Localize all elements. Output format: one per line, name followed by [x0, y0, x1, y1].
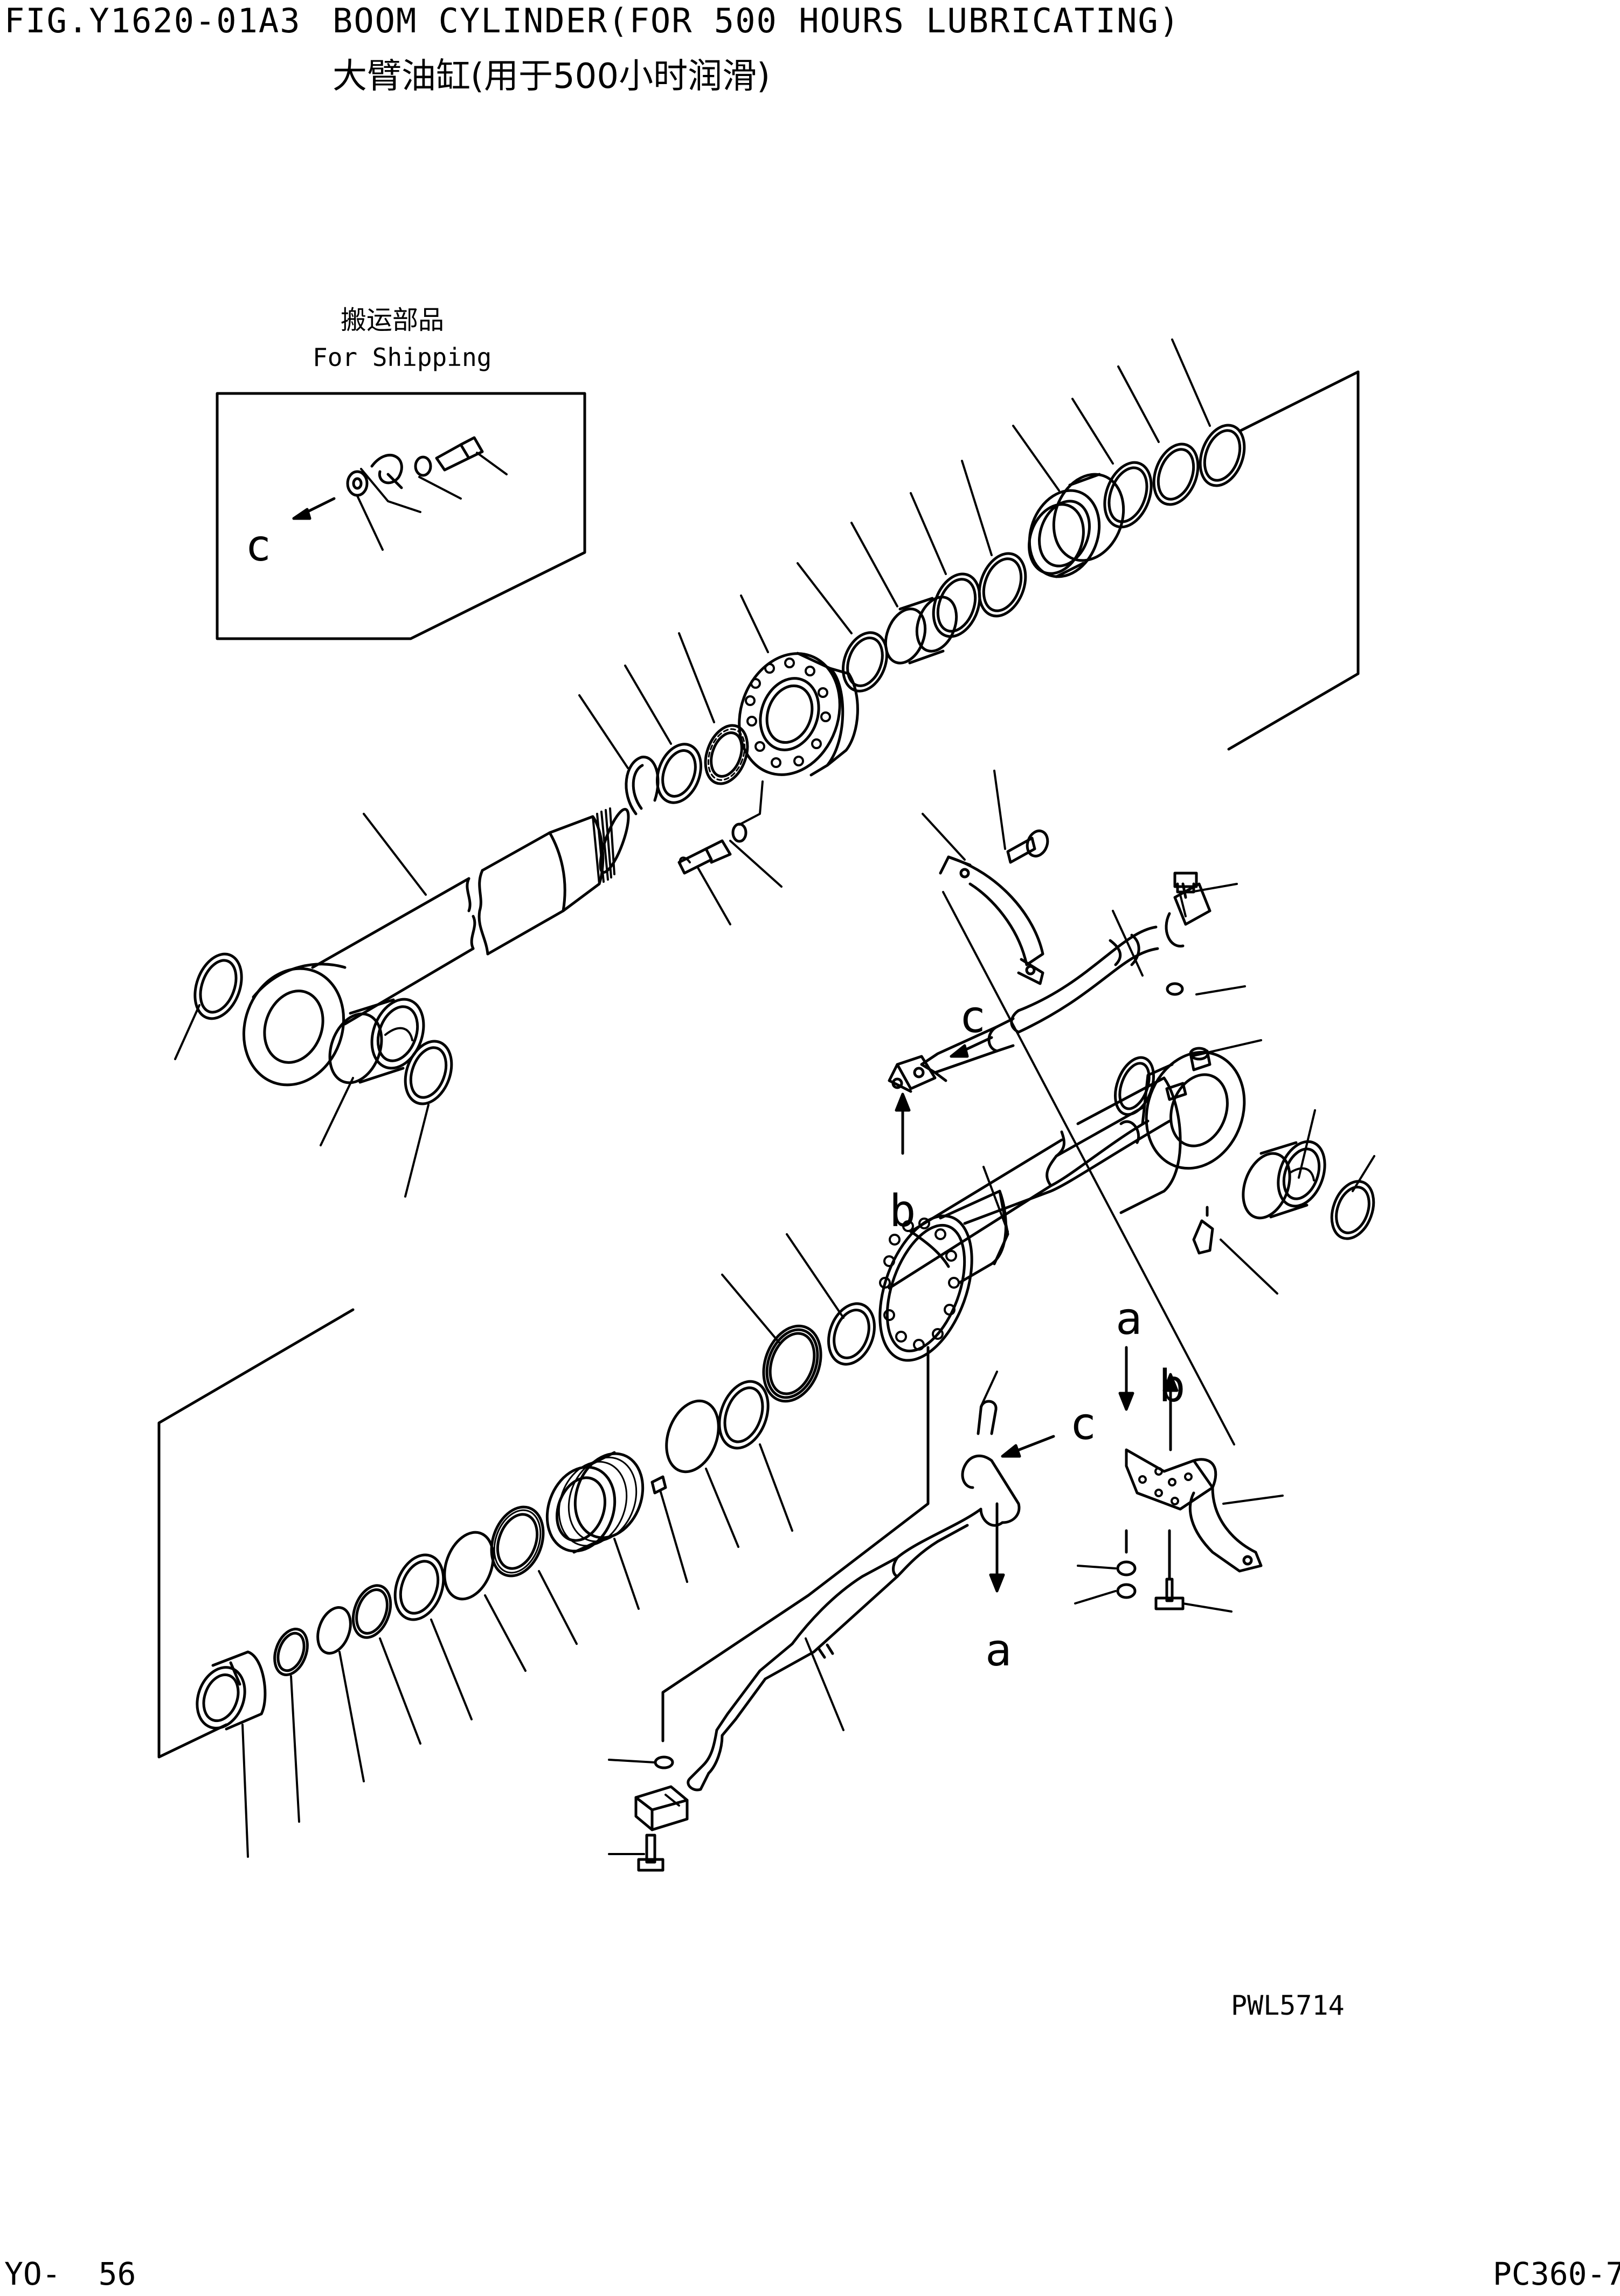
view-letter-a: a	[1116, 1294, 1142, 1345]
hydraulic-hose-upper	[920, 925, 1159, 1074]
piston-seal-ring-a	[827, 1302, 876, 1366]
buffer-ring	[655, 743, 703, 804]
hydraulic-tube-lower	[687, 1507, 982, 1792]
view-letter-c: c	[245, 521, 271, 571]
upper-pipe-clamp	[888, 1055, 947, 1093]
head-bolt-washer	[731, 822, 747, 843]
bearing-ring	[704, 724, 749, 785]
upper-o-ring	[1166, 982, 1184, 996]
o-ring-b	[316, 1606, 352, 1655]
bushing	[884, 596, 958, 665]
lower-flange-bolt	[637, 1834, 664, 1872]
shipping-callout-arrow: c	[245, 497, 336, 571]
piston-rod	[242, 807, 630, 1087]
rod-eye-bushing	[328, 998, 425, 1084]
shipping-label: For Shipping	[313, 343, 492, 372]
rod-seal-packing	[1028, 473, 1125, 578]
o-ring-c	[273, 1628, 309, 1676]
shipping-bolt	[435, 436, 484, 472]
upper-flange-bolt	[1173, 872, 1198, 917]
wear-ring-a	[718, 1380, 770, 1450]
rod-eye-seal-left	[193, 952, 243, 1020]
tube-grease-fitting	[1165, 1082, 1214, 1255]
piston	[545, 1451, 645, 1554]
back-up-ring-a	[443, 1531, 495, 1601]
shipping-clamp	[370, 454, 403, 489]
figure-number: FIG.Y1620-01A3	[4, 1, 301, 40]
cylinder-tube	[878, 1050, 1246, 1362]
o-ring-a	[351, 1584, 392, 1639]
view-arrow-c-upper: c	[950, 992, 993, 1058]
view-arrow-a-right: a	[1116, 1294, 1142, 1411]
set-screw	[650, 1475, 667, 1495]
tube-eye-seal-left	[1114, 1056, 1155, 1116]
lower-clamp-nut	[1116, 1529, 1137, 1599]
tube-eye-seal-right	[1330, 1180, 1375, 1240]
wear-ring-b	[665, 1399, 720, 1474]
page-number: YO- 56	[4, 2256, 136, 2292]
machine-model: PC360-7	[1493, 2256, 1620, 2292]
view-arrow-a-lower: a	[985, 1502, 1012, 1676]
shipping-box: c	[216, 392, 586, 640]
view-arrow-c-right: c	[1001, 1399, 1096, 1458]
lower-o-ring	[654, 1755, 674, 1769]
cushion-ring	[490, 1505, 545, 1578]
leader-line-group-lower	[157, 1308, 930, 1759]
leader-line-group-upper	[1227, 370, 1360, 751]
view-letter-a: a	[985, 1625, 1012, 1676]
seal-rings-upper	[932, 424, 1246, 638]
snap-ring	[625, 756, 660, 815]
cylinder-head	[738, 652, 859, 777]
hose-clamp-bolt	[1006, 829, 1049, 864]
lower-flange-block	[634, 1785, 689, 1831]
tube-plug-bolt	[1189, 1047, 1211, 1071]
head-bolt	[677, 839, 732, 875]
back-up-ring-b	[393, 1553, 445, 1621]
rod-eye-seal-right	[404, 1040, 453, 1105]
tube-eye-bushing	[1242, 1140, 1326, 1220]
view-arrow-b-right: b	[1159, 1361, 1185, 1451]
lower-clamp-bracket	[1125, 1448, 1263, 1573]
leader-lines-upper	[174, 338, 1211, 1198]
lower-elbow-fitting	[961, 1454, 1021, 1527]
leader-lines-lower-right	[1074, 1495, 1284, 1613]
piston-seal-ring-b	[762, 1324, 822, 1403]
shipping-spring-washer	[414, 455, 432, 477]
drawing-code: PWL5714	[1231, 1990, 1345, 2021]
leader-lines-lower	[608, 1637, 844, 1855]
view-letter-c: c	[959, 992, 986, 1043]
view-arrow-b-left: b	[889, 1092, 916, 1237]
leader-lines-lower-group	[241, 1233, 844, 1858]
shipping-label-chinese: 搬运部品	[341, 305, 445, 335]
piston-nut	[196, 1650, 267, 1731]
page-title: BOOM CYLINDER(FOR 500 HOURS LUBRICATING)	[333, 1, 1181, 40]
hose-clamp-upper	[939, 855, 1044, 985]
u-bolt	[977, 1371, 998, 1435]
view-letter-c: c	[1070, 1399, 1096, 1450]
page-title-chinese: 大臂油缸(用于500小时润滑)	[333, 57, 771, 96]
lower-clamp-bolt	[1154, 1529, 1185, 1610]
shipping-washer	[346, 470, 369, 497]
